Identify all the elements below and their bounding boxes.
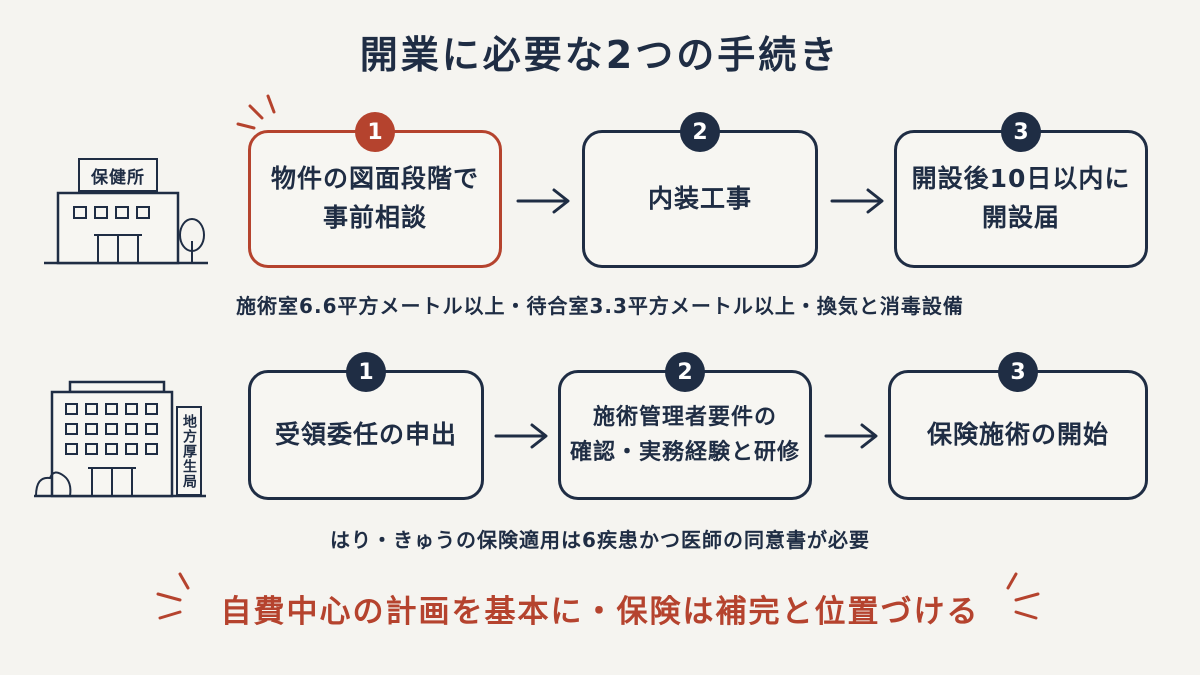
health-center-label: 保健所	[91, 167, 145, 188]
row2-step3-badge: 3	[998, 352, 1038, 392]
conclusion-text: 自費中心の計画を基本に・保険は補完と位置づける	[220, 594, 980, 630]
row1-step3-badge: 3	[1001, 112, 1041, 152]
regional-bureau-label: 地方厚生局	[181, 413, 197, 489]
arrow-right-icon	[516, 188, 570, 214]
row2-step2-box: 施術管理者要件の 確認・実務経験と研修	[558, 370, 812, 500]
emphasis-lines-left-icon	[156, 572, 190, 620]
health-center-building-icon	[44, 191, 208, 265]
sparkle-lines-icon	[236, 94, 276, 130]
row1-step2-text: 内装工事	[647, 183, 752, 213]
arrow-right-icon	[824, 423, 878, 449]
row1-step1-text: 物件の図面段階で 事前相談	[270, 164, 479, 232]
row1-step1-badge: 1	[355, 112, 395, 152]
regional-bureau-sign: 地方厚生局	[176, 406, 202, 496]
regional-bureau-building-icon	[34, 380, 206, 498]
row1-step2-badge: 2	[680, 112, 720, 152]
row2-insurance-note: はり・きゅうの保険適用は6疾患かつ医師の同意書が必要	[330, 528, 870, 552]
row1-step1-box: 物件の図面段階で 事前相談	[248, 130, 502, 268]
row2-step2-badge: 2	[665, 352, 705, 392]
row2-step2-text: 施術管理者要件の 確認・実務経験と研修	[569, 404, 800, 465]
row1-step3-box: 開設後10日以内に 開設届	[894, 130, 1148, 268]
page-title: 開業に必要な2つの手続き	[359, 33, 841, 77]
arrow-right-icon	[494, 423, 548, 449]
row2-step1-badge: 1	[346, 352, 386, 392]
row1-step3-text: 開設後10日以内に 開設届	[911, 164, 1131, 232]
arrow-right-icon	[830, 188, 884, 214]
row2-step3-text: 保険施術の開始	[926, 419, 1109, 449]
row2-step1-text: 受領委任の申出	[274, 419, 457, 449]
emphasis-lines-right-icon	[1006, 572, 1040, 620]
row1-requirements-note: 施術室6.6平方メートル以上・待合室3.3平方メートル以上・換気と消毒設備	[236, 294, 964, 318]
row1-step2-box: 内装工事	[582, 130, 818, 268]
health-center-sign: 保健所	[78, 158, 158, 192]
